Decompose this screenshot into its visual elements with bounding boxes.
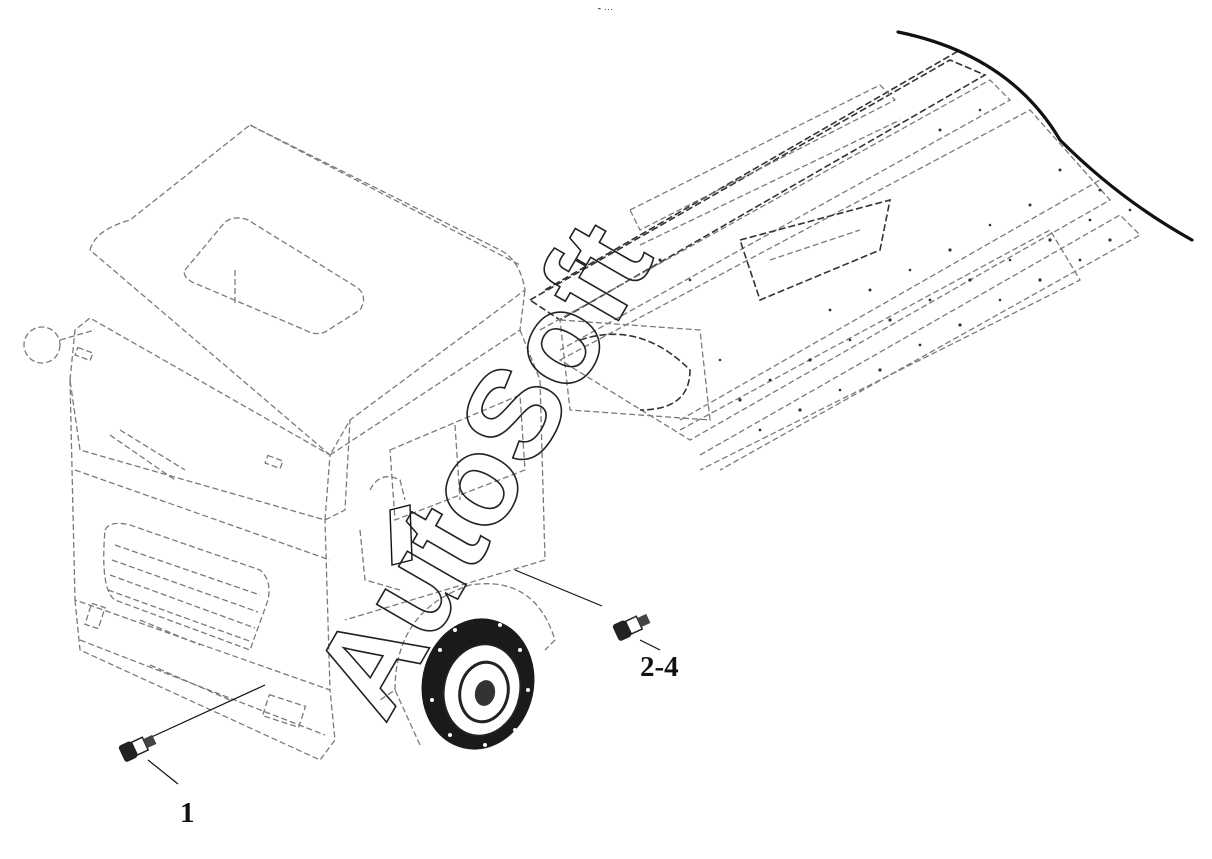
callout-label-1: 1	[180, 797, 195, 829]
sensor-2-4	[514, 569, 661, 651]
header-mark: ⁃ ···	[597, 4, 613, 14]
chassis-frame	[528, 49, 1142, 471]
sensor-1	[118, 684, 266, 785]
callout-label-2-4: 2-4	[640, 651, 679, 683]
front-wheel	[421, 618, 535, 750]
break-line	[896, 30, 1194, 242]
truck-cab	[23, 124, 556, 761]
